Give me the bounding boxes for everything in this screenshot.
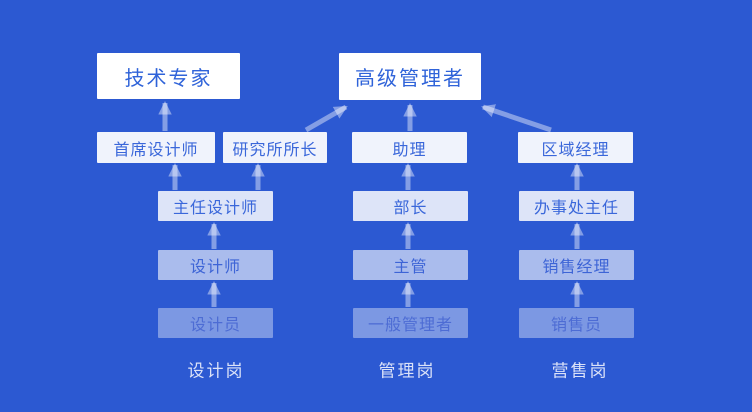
- track-label-management-track: 管理岗: [378, 361, 436, 381]
- node-regional-manager: 区域经理: [518, 132, 633, 163]
- node-minister: 部长: [353, 191, 468, 221]
- arrow-regional-manager-to-senior-manager: [481, 104, 552, 133]
- node-designer: 设计师: [158, 250, 273, 280]
- node-general-manager: 一般管理者: [353, 308, 468, 338]
- node-salesperson: 销售员: [519, 308, 634, 338]
- node-assistant: 助理: [352, 132, 467, 163]
- node-supervisor: 主管: [353, 250, 468, 280]
- node-sales-manager: 销售经理: [519, 250, 634, 280]
- track-label-sales-track: 营售岗: [551, 361, 609, 381]
- node-chief-designer: 首席设计师: [97, 132, 215, 163]
- arrow-institute-director-to-senior-manager: [304, 104, 348, 133]
- node-office-director: 办事处主任: [519, 191, 634, 221]
- node-senior-manager: 高级管理者: [339, 53, 481, 100]
- node-tech-expert: 技术专家: [97, 53, 240, 99]
- node-director-designer: 主任设计师: [158, 191, 273, 221]
- node-institute-director: 研究所所长: [223, 132, 327, 163]
- node-junior-designer: 设计员: [158, 308, 273, 338]
- track-label-design-track: 设计岗: [187, 361, 245, 381]
